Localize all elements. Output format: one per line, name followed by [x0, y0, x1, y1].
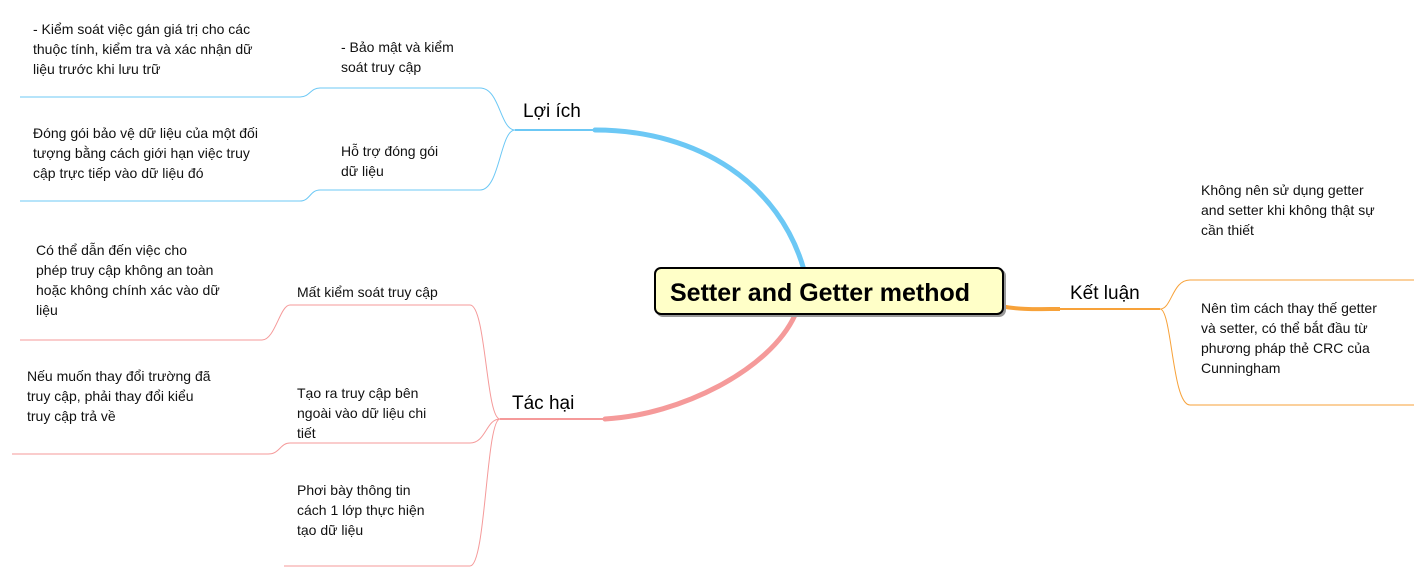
ket-luan-node-nen-tim-cach[interactable]: Nên tìm cách thay thế getter và setter, … — [1201, 300, 1377, 376]
branch-ket-luan[interactable]: Kết luận — [1070, 283, 1140, 304]
connector-central-loi-ich — [592, 127, 807, 273]
connector-ket-luan-children — [1159, 279, 1414, 310]
branch-tac-hai[interactable]: Tác hại — [512, 393, 575, 414]
tac-hai-detail-truy-cap-ben-ngoai[interactable]: Nếu muốn thay đổi trường đã truy cập, ph… — [27, 368, 211, 424]
tac-hai-node-phoi-bay[interactable]: Phơi bày thông tin cách 1 lớp thực hiện … — [297, 482, 425, 538]
loi-ich-node-bao-mat[interactable]: - Bảo mật và kiểm soát truy cập — [341, 39, 454, 75]
central-topic-label: Setter and Getter method — [670, 279, 971, 307]
tac-hai-node-truy-cap-ben-ngoai[interactable]: Tạo ra truy cập bên ngoài vào dữ liệu ch… — [297, 385, 427, 441]
connector-loi-ich-children — [20, 87, 516, 131]
ket-luan-node-khong-nen[interactable]: Không nên sử dụng getter and setter khi … — [1201, 182, 1375, 238]
tac-hai-detail-mat-kiem-soat[interactable]: Có thể dẫn đến việc cho phép truy cập kh… — [36, 242, 220, 318]
loi-ich-detail-dong-goi[interactable]: Đóng gói bảo vệ dữ liệu của một đối tượn… — [33, 125, 258, 181]
loi-ich-node-dong-goi[interactable]: Hỗ trợ đóng gói dữ liệu — [341, 143, 439, 179]
branch-loi-ich[interactable]: Lợi ích — [523, 101, 581, 122]
connector-central-ket-luan — [999, 304, 1061, 312]
tac-hai-node-mat-kiem-soat[interactable]: Mất kiểm soát truy cập — [297, 284, 438, 300]
central-topic[interactable]: Setter and Getter method — [654, 267, 1004, 315]
loi-ich-detail-kiem-soat[interactable]: - Kiểm soát việc gán giá trị cho các thu… — [33, 21, 253, 77]
connector-central-tac-hai — [602, 312, 798, 422]
connector-tac-hai-children — [20, 304, 501, 420]
